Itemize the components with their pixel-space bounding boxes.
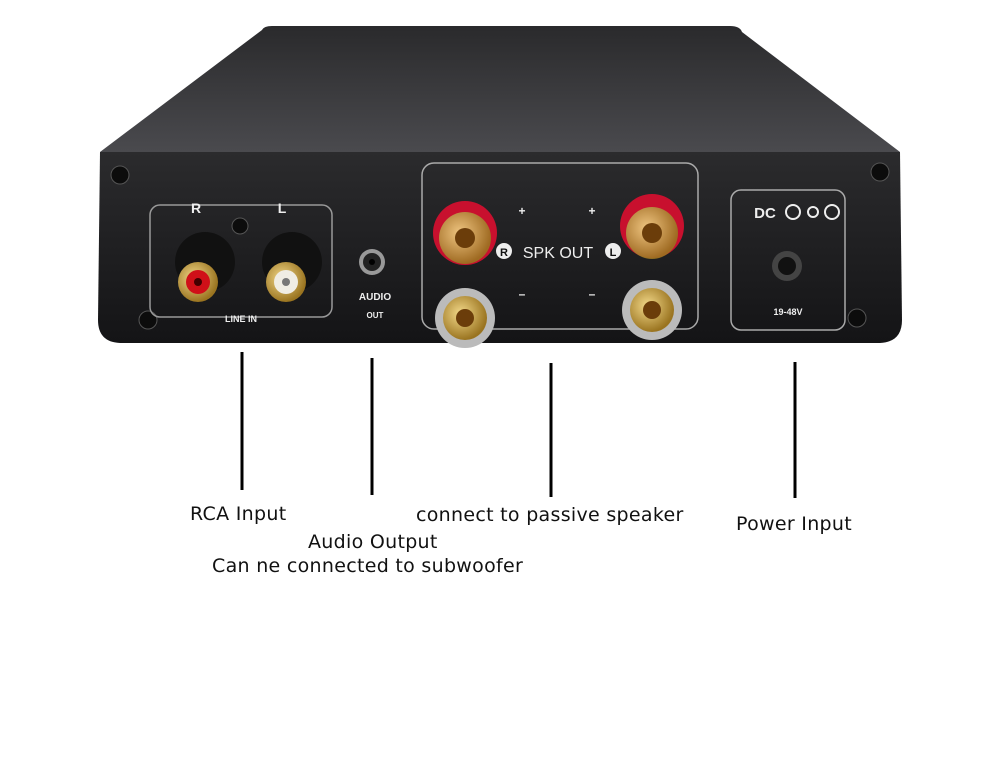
out-label: OUT: [367, 311, 384, 320]
line-in-frame: [149, 204, 333, 318]
binding-post-r-plus: [433, 201, 497, 265]
rca-input-label: RCA Input: [190, 503, 287, 525]
dc-label: DC: [754, 205, 776, 222]
binding-post-l-minus: [622, 280, 682, 340]
speaker-label: connect to passive speaker: [416, 504, 684, 526]
line-in-r-label: R: [191, 200, 201, 216]
spk-l-label: L: [610, 247, 617, 259]
audio-label: AUDIO: [359, 292, 391, 303]
top-cover: [100, 26, 900, 152]
voltage-label: 19-48V: [773, 307, 802, 317]
spk-minus-l: –: [589, 287, 596, 301]
spk-minus-r: –: [519, 287, 526, 301]
dc-frame: [730, 189, 846, 331]
rca-jack-red: [175, 232, 235, 302]
dc-jack: [772, 251, 802, 281]
binding-post-r-minus: [435, 288, 495, 348]
spk-r-label: R: [500, 247, 508, 259]
audio-output-label: Audio Output: [308, 531, 438, 553]
spk-plus-l: +: [588, 204, 595, 218]
line-in-label: LINE IN: [225, 314, 257, 324]
spk-out-frame: [421, 162, 699, 330]
spk-plus-r: +: [518, 204, 525, 218]
power-input-label: Power Input: [736, 513, 852, 535]
audio-out-jack: [359, 249, 385, 275]
screw-icons: [110, 162, 890, 330]
dc-polarity-icon: [785, 204, 840, 220]
spk-out-label: SPK OUT: [523, 245, 593, 262]
rca-jack-white: [262, 232, 322, 302]
binding-post-l-plus: [620, 194, 684, 259]
line-in-l-label: L: [278, 200, 287, 216]
audio-output-note: Can ne connected to subwoofer: [212, 555, 524, 577]
